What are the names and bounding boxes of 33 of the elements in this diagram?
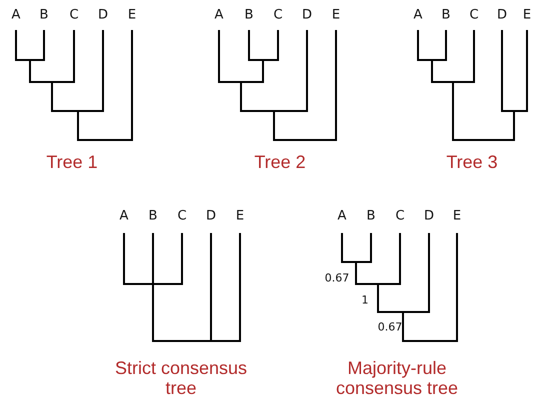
support-value: 0.67 — [324, 272, 350, 284]
support-value: 1 — [362, 294, 368, 306]
taxon-label: B — [40, 8, 48, 22]
tree-title: Strict consensus tree — [114, 358, 248, 398]
taxon-label: A — [414, 8, 422, 22]
taxon-label: C — [177, 208, 187, 224]
tree-title: Tree 3 — [446, 152, 498, 172]
taxon-label: E — [332, 8, 340, 22]
taxon-label: C — [69, 8, 79, 22]
taxon-label: D — [206, 208, 216, 224]
taxon-label: B — [442, 8, 450, 22]
taxon-label: E — [452, 208, 462, 224]
taxon-label: D — [98, 8, 108, 22]
taxon-label: E — [522, 8, 532, 22]
taxon-label: D — [497, 8, 507, 22]
tree-title: Majority-rule consensus tree — [334, 358, 460, 398]
tree-title: Tree 2 — [254, 152, 306, 172]
taxon-label: A — [214, 8, 224, 22]
taxon-label: C — [469, 8, 479, 22]
taxon-label: B — [244, 8, 254, 22]
taxon-label: D — [302, 8, 312, 22]
taxon-label: B — [148, 208, 158, 224]
taxon-label: A — [338, 208, 346, 224]
taxon-label: B — [366, 208, 376, 224]
taxon-label: E — [236, 208, 244, 224]
taxon-label: C — [395, 208, 405, 224]
taxon-label: D — [424, 208, 434, 224]
taxon-label: C — [273, 8, 283, 22]
taxon-label: E — [128, 8, 136, 22]
taxon-label: A — [12, 8, 20, 22]
support-value: 0.67 — [378, 320, 402, 334]
tree-title: Tree 1 — [46, 152, 98, 172]
taxon-label: A — [120, 208, 128, 224]
